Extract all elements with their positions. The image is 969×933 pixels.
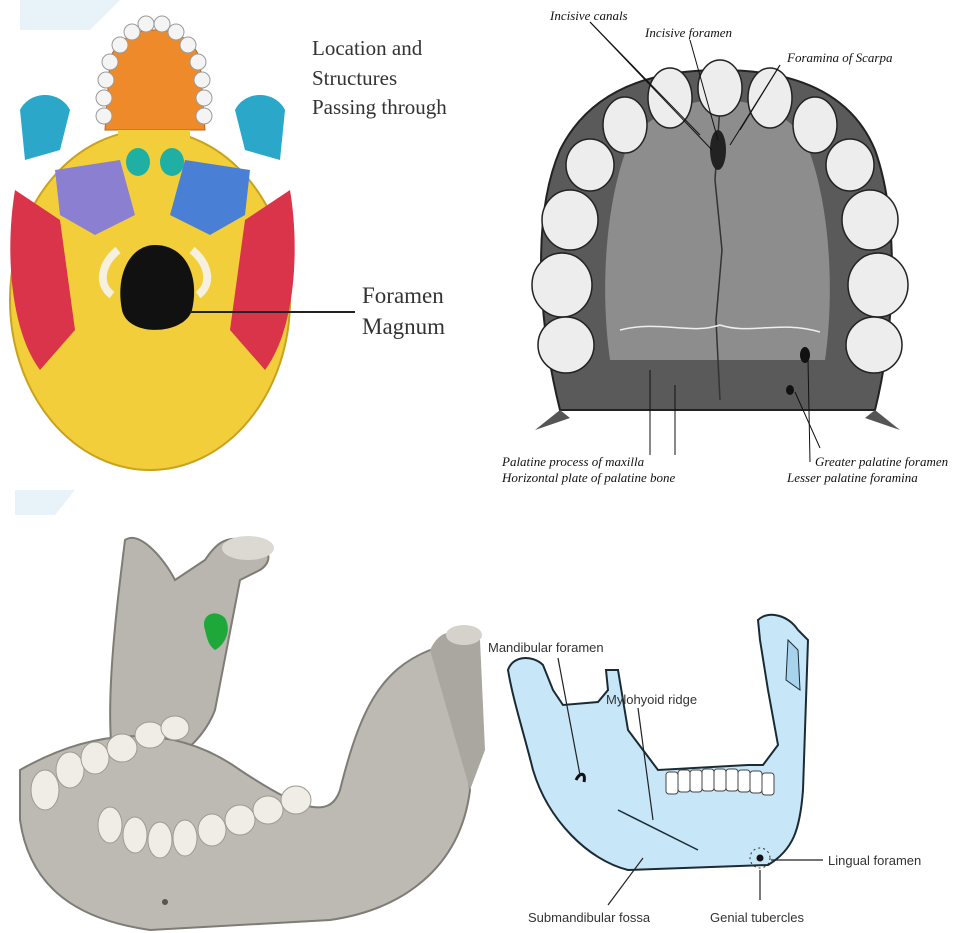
label-greater-palatine: Greater palatine foramen: [815, 454, 948, 469]
skull-base-panel: Location and Structures Passing through …: [0, 0, 490, 480]
label-lingual-foramen: Lingual foramen: [828, 853, 921, 868]
title-line-1: Location and: [312, 36, 423, 60]
mandible-diagram: Mandibular foramen Mylohyoid ridge Lingu…: [488, 490, 969, 933]
label-mylohyoid-ridge: Mylohyoid ridge: [606, 692, 697, 707]
skull-base-illustration: Location and Structures Passing through …: [0, 0, 490, 480]
mandible-illustration: [0, 490, 488, 933]
diagram-teeth: [666, 769, 774, 795]
label-genial-tubercles: Genial tubercles: [710, 910, 804, 925]
hard-palate-panel: Incisive canals Incisive foramen Foramin…: [490, 0, 969, 490]
label-incisive-foramen: Incisive foramen: [644, 25, 732, 40]
label-palatine-process: Palatine process of maxilla: [501, 454, 645, 469]
mandible-diagram-panel: Mandibular foramen Mylohyoid ridge Lingu…: [488, 490, 969, 933]
incisive-fossa: [710, 130, 726, 170]
condyle-left: [222, 536, 274, 560]
watermark-shape: [20, 0, 120, 30]
foramen-label-line-1: Foramen: [362, 283, 444, 308]
choana-right: [160, 148, 184, 176]
lingual-foramen-mark: [757, 855, 764, 862]
zygomatic-right: [235, 95, 285, 160]
label-submandibular-fossa: Submandibular fossa: [528, 910, 651, 925]
watermark-shape: [15, 490, 75, 515]
label-horizontal-plate: Horizontal plate of palatine bone: [501, 470, 676, 485]
pterygoid-left: [535, 410, 570, 430]
mandible-illustration-panel: [0, 490, 488, 933]
label-incisive-canals: Incisive canals: [549, 8, 628, 23]
label-lesser-palatine: Lesser palatine foramina: [786, 470, 918, 485]
title-line-3: Passing through: [312, 95, 447, 119]
zygomatic-left: [20, 95, 70, 160]
hard-palate-illustration: Incisive canals Incisive foramen Foramin…: [490, 0, 969, 490]
mental-foramen: [162, 899, 168, 905]
label-foramina-scarpa: Foramina of Scarpa: [786, 50, 893, 65]
condyle-right: [446, 625, 482, 645]
lesser-palatine-foramen: [786, 385, 794, 395]
mandible-body: [20, 650, 470, 930]
pterygoid-right: [865, 410, 900, 430]
foramen-label-line-2: Magnum: [362, 314, 445, 339]
label-mandibular-foramen: Mandibular foramen: [488, 640, 604, 655]
foramen-magnum: [120, 245, 194, 330]
choana-left: [126, 148, 150, 176]
title-line-2: Structures: [312, 66, 397, 90]
